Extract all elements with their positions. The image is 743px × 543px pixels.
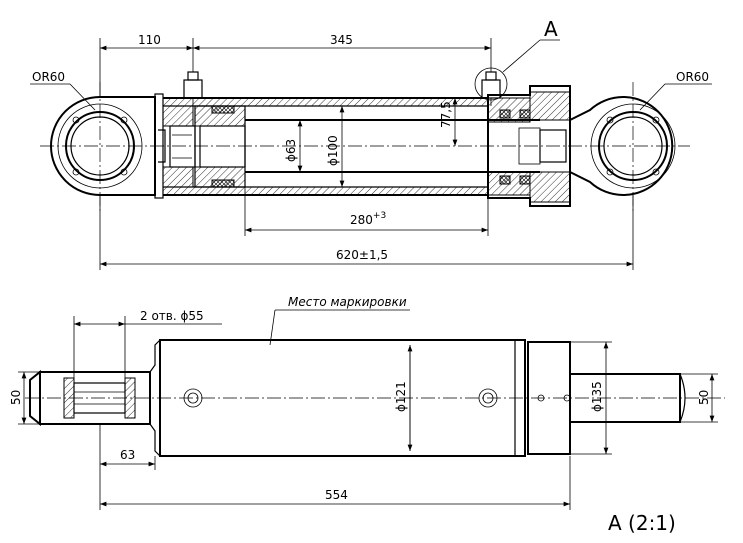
dim-d100: ϕ100 (326, 135, 340, 166)
top-section-view: A OR60 OR60 110 345 77,5 ϕ63 ϕ (30, 17, 712, 270)
or60-left-callout: OR60 (30, 70, 96, 111)
or60-right-label: OR60 (676, 70, 709, 84)
dim-345: 345 (330, 33, 353, 47)
detail-scale-label: А (2:1) (608, 511, 676, 535)
marking-label: Место маркировки (288, 295, 407, 309)
rod-gland (487, 85, 571, 207)
dim-280: 280+3 (350, 211, 386, 227)
piston (194, 105, 246, 188)
dim-620: 620±1,5 (336, 248, 388, 262)
marking-callout: Место маркировки (269, 295, 410, 346)
left-eye-side (29, 339, 161, 457)
bottom-exterior-view: Место маркировки 2 отв. ϕ55 50 63 ϕ121 ϕ… (9, 295, 725, 535)
dim-d121: ϕ121 (394, 381, 408, 412)
dimensions-bottom: 2 отв. ϕ55 50 63 ϕ121 ϕ135 50 554 (9, 309, 718, 510)
dim-554: 554 (325, 488, 348, 502)
or60-left-label: OR60 (32, 70, 65, 84)
left-eye-end (50, 93, 164, 199)
dim-50-right: 50 (697, 390, 711, 405)
right-eye-end (569, 96, 676, 196)
cylinder-tube (162, 97, 489, 196)
dim-110: 110 (138, 33, 161, 47)
detail-a-callout: A (474, 17, 560, 101)
dim-d135: ϕ135 (590, 381, 604, 412)
cylinder-tube-side (159, 339, 526, 457)
dim-50-left: 50 (9, 390, 23, 405)
dim-63: 63 (120, 448, 135, 462)
rod-end-side (569, 373, 686, 423)
dim-77-5: 77,5 (439, 101, 453, 128)
or60-right-callout: OR60 (639, 70, 712, 111)
dim-d63: ϕ63 (284, 139, 298, 162)
dim-holes: 2 отв. ϕ55 (140, 309, 204, 323)
detail-a-label: A (544, 17, 558, 41)
dimensions-top: 110 345 77,5 ϕ63 ϕ100 280+3 620±1,5 (99, 33, 634, 270)
